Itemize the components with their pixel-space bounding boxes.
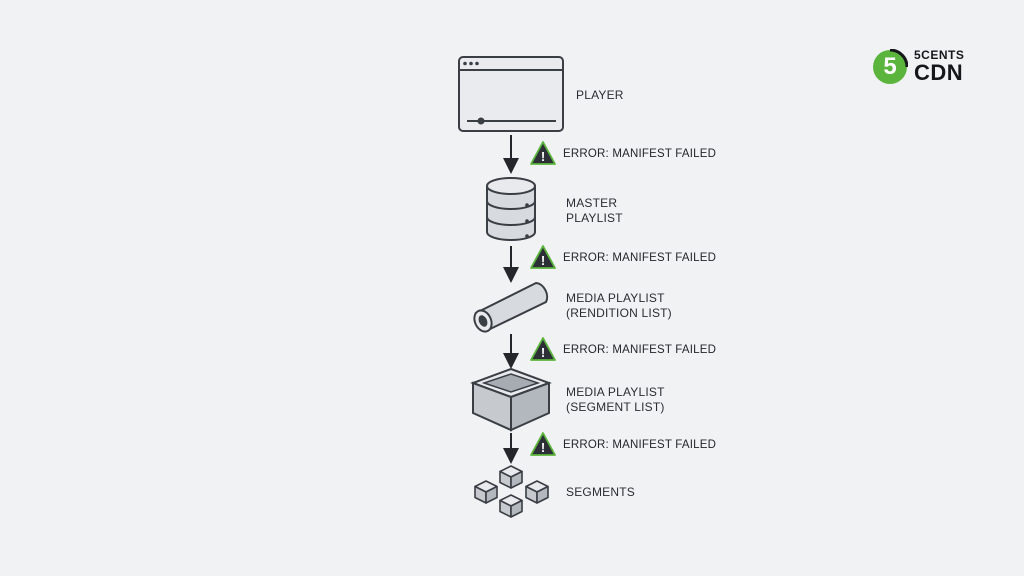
browser-player-icon (458, 56, 564, 132)
node-label-rendition-line2: (RENDITION LIST) (566, 306, 672, 320)
open-box-icon (470, 367, 552, 432)
cubes-icon (474, 465, 549, 518)
warning-icon: ! (530, 337, 556, 361)
error-label: ERROR: MANIFEST FAILED (563, 344, 717, 356)
node-label-segments: SEGMENTS (566, 485, 635, 499)
node-label-segment-list-line2: (SEGMENT LIST) (566, 400, 665, 414)
segment-cube (499, 465, 523, 489)
svg-text:!: ! (541, 149, 545, 164)
brand-logo: 5 5CENTS CDN (870, 46, 982, 88)
node-label-rendition-line1: MEDIA PLAYLIST (566, 291, 665, 305)
svg-text:!: ! (541, 253, 545, 268)
logo-digit: 5 (883, 53, 897, 80)
logo-top-text: 5CENTS (914, 48, 965, 62)
svg-text:!: ! (541, 345, 545, 360)
logo-bottom-text: CDN (914, 60, 964, 85)
node-label-master-line2: PLAYLIST (566, 211, 623, 225)
segment-cube (499, 494, 523, 518)
segment-cube (525, 480, 549, 504)
pipe-icon (473, 281, 549, 333)
logo-badge-icon (873, 49, 908, 84)
error-label: ERROR: MANIFEST FAILED (563, 252, 717, 264)
error-label: ERROR: MANIFEST FAILED (563, 439, 717, 451)
node-label-player: PLAYER (576, 88, 624, 102)
warning-icon: ! (530, 141, 556, 165)
error-label: ERROR: MANIFEST FAILED (563, 148, 717, 160)
warning-icon: ! (530, 432, 556, 456)
svg-text:!: ! (541, 440, 545, 455)
database-icon (486, 177, 536, 241)
warning-icon: ! (530, 245, 556, 269)
segment-cube (474, 480, 498, 504)
node-label-segment-list-line1: MEDIA PLAYLIST (566, 385, 665, 399)
node-label-master-line1: MASTER (566, 196, 618, 210)
